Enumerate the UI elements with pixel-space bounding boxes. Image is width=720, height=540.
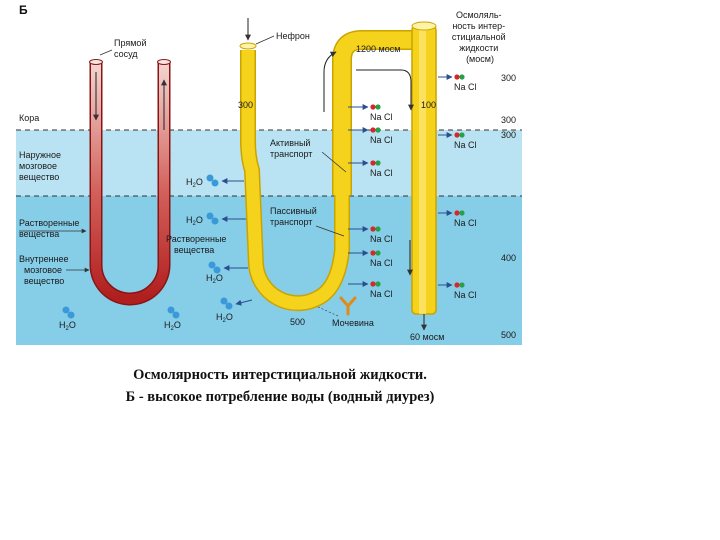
- nephron-label-leader: [255, 35, 275, 45]
- nacl-label: Na Cl: [370, 112, 393, 122]
- h2o-label: H2O: [216, 312, 233, 324]
- osmolality-title: Осмоляль- ность интер- стициальной жидко…: [452, 10, 508, 64]
- zone-label-outer-medulla: Наружное мозговое вещество: [19, 150, 64, 182]
- nacl-label: Na Cl: [454, 218, 477, 228]
- h2o-label: H2O: [164, 320, 181, 332]
- loop-bottom-value: 500: [290, 317, 305, 327]
- caption-line-2: Б - высокое потребление воды (водный диу…: [125, 389, 435, 405]
- zone-label-inner-medulla: Внутреннее мозговое вещество: [19, 254, 71, 286]
- nephron-tubule: [239, 21, 437, 315]
- urea-label: Мочевина: [332, 318, 374, 328]
- panel-letter: Б: [19, 3, 28, 17]
- scale-value: 300: [501, 130, 516, 140]
- scale-value: 300: [501, 73, 516, 83]
- passive-transport-leader: [315, 225, 345, 237]
- caption-line-1: Осмолярность интерстициальной жидкости.: [133, 367, 427, 383]
- nephron-diagram: Б Кора Наружное мозговое вещество Раство…: [16, 0, 522, 345]
- dissolved-label-left: Растворенные вещества: [19, 218, 82, 239]
- nacl-duct-group: Na Cl Na Cl Na Cl Na Cl: [438, 74, 477, 300]
- tubule-value-300: 300: [238, 100, 253, 110]
- active-transport-leader: [321, 151, 347, 173]
- nacl-label: Na Cl: [454, 140, 477, 150]
- urea-leader: [315, 305, 339, 317]
- scale-value: 400: [501, 253, 516, 263]
- nacl-label: Na Cl: [370, 234, 393, 244]
- vessel-label: Прямой сосуд: [114, 38, 149, 59]
- distal-flow-arrow: [356, 69, 414, 111]
- nacl-label: Na Cl: [370, 135, 393, 145]
- scale-value: 300: [501, 115, 516, 125]
- nacl-label: Na Cl: [454, 290, 477, 300]
- h2o-label: H2O: [186, 177, 203, 189]
- vessel-water-group: H2O H2O: [59, 306, 181, 332]
- nacl-ascending-group: Na Cl Na Cl Na Cl Na Cl Na Cl Na Cl: [348, 104, 393, 299]
- nacl-label: Na Cl: [370, 289, 393, 299]
- scale-value: 500: [501, 330, 516, 340]
- ascending-flow-arrow: [323, 51, 337, 112]
- active-transport-label: Активный транспорт: [270, 138, 313, 159]
- water-efflux-group: H2O H2O H2O H2O: [186, 174, 253, 324]
- urea-icon: [339, 296, 357, 316]
- nacl-label: Na Cl: [454, 82, 477, 92]
- nacl-label: Na Cl: [370, 258, 393, 268]
- passive-transport-label: Пассивный транспорт: [270, 206, 319, 227]
- h2o-label: H2O: [206, 273, 223, 285]
- loop-top-value: 1200 мосм: [356, 44, 400, 54]
- h2o-label: H2O: [59, 320, 76, 332]
- vasa-recta: [89, 59, 171, 306]
- nacl-label: Na Cl: [370, 168, 393, 178]
- duct-out-value: 60 мосм: [410, 332, 444, 342]
- zone-label-cortex: Кора: [19, 113, 39, 123]
- dissolved-label-mid: Растворенные вещества: [166, 234, 229, 255]
- collecting-value-100: 100: [421, 100, 436, 110]
- nephron-label: Нефрон: [276, 31, 310, 41]
- vessel-label-leader: [99, 49, 113, 56]
- h2o-label: H2O: [186, 215, 203, 227]
